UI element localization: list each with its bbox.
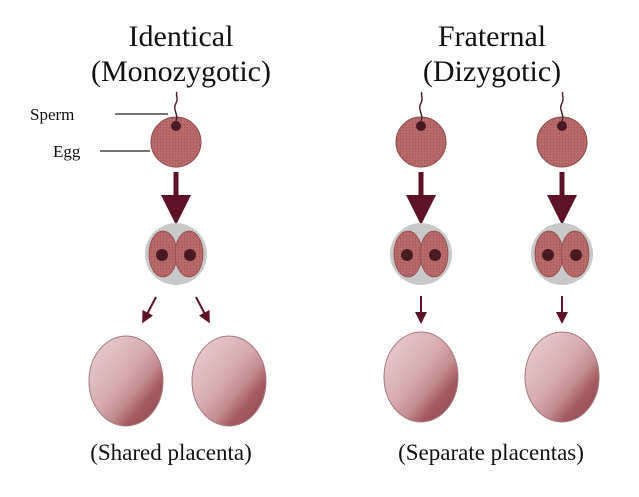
fraternal-egg-2 bbox=[536, 91, 588, 168]
identical-two-cell-zygote bbox=[145, 223, 207, 285]
fraternal-two-cell-zygote-2 bbox=[531, 223, 593, 285]
fraternal-subtitle: (Dizygotic) bbox=[423, 55, 561, 88]
fraternal-title: Fraternal bbox=[438, 20, 546, 53]
fraternal-placenta-1 bbox=[383, 331, 459, 423]
identical-placenta-right bbox=[191, 335, 267, 427]
identical-arrow-right bbox=[195, 296, 210, 324]
egg-label: Egg bbox=[53, 142, 81, 161]
identical-egg bbox=[150, 91, 202, 168]
identical-subtitle: (Monozygotic) bbox=[91, 55, 271, 88]
fraternal-placenta-2 bbox=[524, 331, 600, 423]
fraternal-caption: (Separate placentas) bbox=[398, 440, 584, 465]
identical-sperm-tail bbox=[174, 91, 178, 122]
identical-arrow-left bbox=[142, 296, 157, 324]
identical-title: Identical bbox=[129, 20, 234, 53]
fraternal-egg-1 bbox=[395, 91, 447, 168]
identical-sperm-head bbox=[171, 121, 181, 131]
sperm-label: Sperm bbox=[30, 105, 74, 124]
fraternal-two-cell-zygote-1 bbox=[390, 223, 452, 285]
identical-caption: (Shared placenta) bbox=[90, 440, 252, 465]
identical-placenta-left bbox=[88, 335, 164, 427]
